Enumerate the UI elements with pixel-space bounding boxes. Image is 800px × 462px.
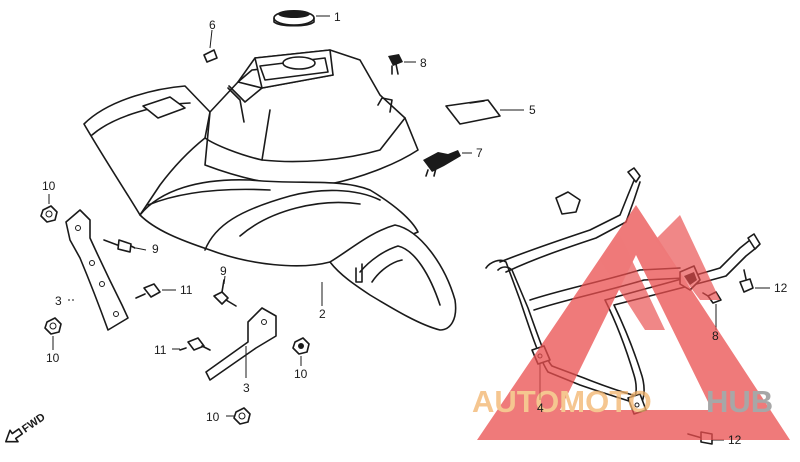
callout-11-upper: 11: [180, 283, 193, 297]
callout-8-right: 8: [712, 329, 719, 343]
clip-part-8-top: [388, 54, 403, 75]
callout-10-center: 10: [294, 367, 308, 381]
callout-6: 6: [209, 18, 216, 32]
bracket-part-3-lower: [205, 307, 277, 381]
fwd-label: FWD: [20, 411, 47, 435]
nut-icon: [44, 317, 62, 335]
watermark-triangle-icon: [477, 205, 790, 440]
nut-icon: [233, 407, 251, 425]
watermark-text-automoto: AUTOMOTO: [472, 384, 652, 419]
pad-part-6: [203, 49, 218, 63]
nut-icon: [40, 205, 58, 223]
front-fender: [83, 49, 457, 331]
callout-labels: 1 2 3 3 4 5 6 7 8 8 9 9 10 10 10 10 11 1…: [42, 10, 788, 447]
callout-7: 7: [476, 146, 483, 160]
callout-3-lower: 3: [243, 381, 250, 395]
callout-12-bottom: 12: [728, 433, 742, 447]
fwd-arrow-icon: [5, 428, 24, 443]
fwd-arrow: FWD: [5, 411, 48, 443]
callout-10-lower-left: 10: [46, 351, 60, 365]
callout-9-left: 9: [152, 242, 159, 256]
watermark-text-hub: HUB: [706, 384, 773, 419]
callout-2: 2: [319, 307, 326, 321]
bolt-icon: [103, 239, 136, 253]
callout-9-center: 9: [220, 264, 227, 278]
grommet-part-1: [273, 10, 315, 27]
decal-part-5: [445, 99, 501, 125]
callout-10-top-left: 10: [42, 179, 56, 193]
watermark: AUTOMOTO HUB: [472, 205, 790, 440]
callout-1: 1: [334, 10, 341, 24]
bolt-icon: [213, 279, 237, 307]
callout-4: 4: [537, 401, 544, 415]
callout-12-right: 12: [774, 281, 788, 295]
callout-8-top: 8: [420, 56, 427, 70]
bracket-part-3-left: [65, 209, 129, 331]
callout-5: 5: [529, 103, 536, 117]
bolt-icon: [739, 269, 754, 293]
bolt-icon: [135, 283, 161, 299]
callout-11-lower: 11: [154, 343, 167, 357]
nut-icon: [292, 337, 310, 355]
callout-3-left: 3: [55, 294, 62, 308]
callout-10-bottom: 10: [206, 410, 220, 424]
connector-part-7: [423, 150, 461, 177]
bolt-icon: [179, 337, 211, 351]
